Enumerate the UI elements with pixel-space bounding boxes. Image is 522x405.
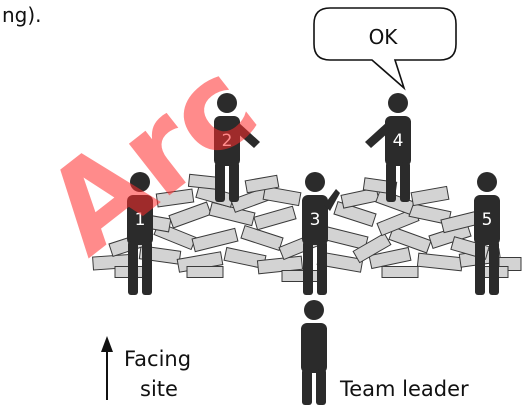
torso (301, 323, 327, 373)
head (130, 172, 150, 192)
people-group: 1 2 3 4 5 (127, 93, 500, 405)
leg (386, 162, 396, 202)
person-5: 5 (474, 172, 500, 295)
torso (474, 195, 500, 245)
brick (186, 266, 224, 278)
person-1: 1 (127, 172, 153, 295)
speech-bubble: OK (313, 7, 457, 91)
brick (155, 188, 195, 208)
head (388, 93, 408, 113)
speech-bubble-text: OK (369, 25, 399, 49)
arm (324, 189, 340, 211)
brick (368, 246, 412, 270)
torso (302, 195, 328, 245)
leg (128, 241, 138, 295)
brick (352, 232, 392, 264)
brick (191, 227, 239, 253)
person-number: 4 (393, 131, 404, 151)
team-leader (301, 300, 327, 405)
brick (253, 205, 297, 231)
leg (475, 241, 485, 295)
leg (317, 241, 327, 295)
top-text: ng). (2, 3, 42, 27)
facing-arrow-icon (101, 336, 113, 400)
leg (400, 162, 410, 202)
head (304, 300, 324, 320)
brick (388, 226, 432, 254)
leg (215, 162, 225, 202)
head (305, 172, 325, 192)
brick (381, 266, 419, 278)
brick (262, 185, 302, 207)
head (477, 172, 497, 192)
person-number: 5 (482, 210, 493, 230)
person-2: 2 (214, 93, 260, 202)
leg (302, 369, 312, 405)
watermark: Arc (20, 35, 281, 282)
torso (385, 116, 411, 166)
brick (321, 225, 369, 251)
torso (127, 195, 153, 245)
person-number: 2 (222, 131, 233, 151)
arm (365, 122, 389, 148)
brick (375, 189, 415, 215)
team-leader-label: Team leader (339, 377, 469, 401)
person-3: 3 (302, 172, 340, 295)
person-number: 3 (310, 210, 321, 230)
brick (340, 187, 380, 209)
brick (168, 201, 212, 229)
site-label: site (140, 377, 178, 401)
leg (229, 162, 239, 202)
brick (410, 185, 450, 207)
leg (316, 369, 326, 405)
person-number: 1 (135, 210, 146, 230)
brick (416, 252, 464, 272)
person-4: 4 (365, 93, 411, 202)
head (217, 93, 237, 113)
brick (244, 174, 280, 194)
leg (303, 241, 313, 295)
leg (142, 241, 152, 295)
brick (256, 255, 304, 275)
facing-label: Facing (124, 347, 191, 371)
leg (489, 241, 499, 295)
torso (214, 116, 240, 166)
arm (236, 122, 260, 148)
brick (240, 225, 284, 251)
